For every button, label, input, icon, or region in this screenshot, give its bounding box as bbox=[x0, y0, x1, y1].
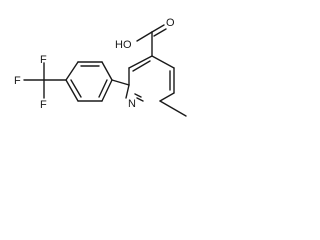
bond-c6-n1 bbox=[136, 97, 144, 102]
bond-c6-n1-inner bbox=[134, 93, 142, 98]
bond-c2-phenyl bbox=[111, 79, 130, 86]
fluorine-bottom-label: F bbox=[40, 99, 47, 111]
bond-ph4-ph5-inner bbox=[70, 79, 82, 98]
bond-ph6-ph1 bbox=[101, 79, 113, 102]
bond-c5-c6 bbox=[159, 92, 175, 102]
bond-c2-c3-inner bbox=[132, 60, 151, 72]
bond-ph3-ph4 bbox=[65, 61, 79, 81]
methyl-group bbox=[159, 100, 187, 117]
bond-carbonyl-2 bbox=[153, 28, 167, 37]
hydroxyl-label: HO bbox=[115, 39, 132, 51]
pyridine-ring bbox=[125, 55, 175, 102]
phenyl-ring bbox=[65, 61, 130, 102]
chemical-structure-canvas: HO O N F F F bbox=[0, 0, 225, 149]
bond-ph4-ph5 bbox=[65, 79, 79, 102]
ring-nitrogen-label: N bbox=[128, 98, 136, 110]
trifluoromethyl-group bbox=[23, 62, 67, 99]
bond-ph1-ph2 bbox=[101, 61, 113, 81]
fluorine-left-label: F bbox=[14, 75, 21, 87]
bond-c2-c3 bbox=[128, 55, 153, 69]
carbonyl-oxygen-label: O bbox=[166, 17, 175, 29]
bond-ph6-ph1-inner bbox=[98, 79, 108, 98]
bond-n1-c2 bbox=[125, 84, 130, 99]
fluorine-top-label: F bbox=[40, 54, 47, 66]
bond-c6-methyl bbox=[159, 100, 187, 117]
chemical-structure-diagram: HO O N F F F bbox=[14, 17, 187, 117]
bond-c3-c4 bbox=[151, 55, 175, 69]
bond-carboxyl-oh bbox=[136, 31, 153, 42]
carboxylic-acid-group bbox=[136, 24, 167, 57]
bond-carbonyl-1 bbox=[151, 24, 165, 33]
